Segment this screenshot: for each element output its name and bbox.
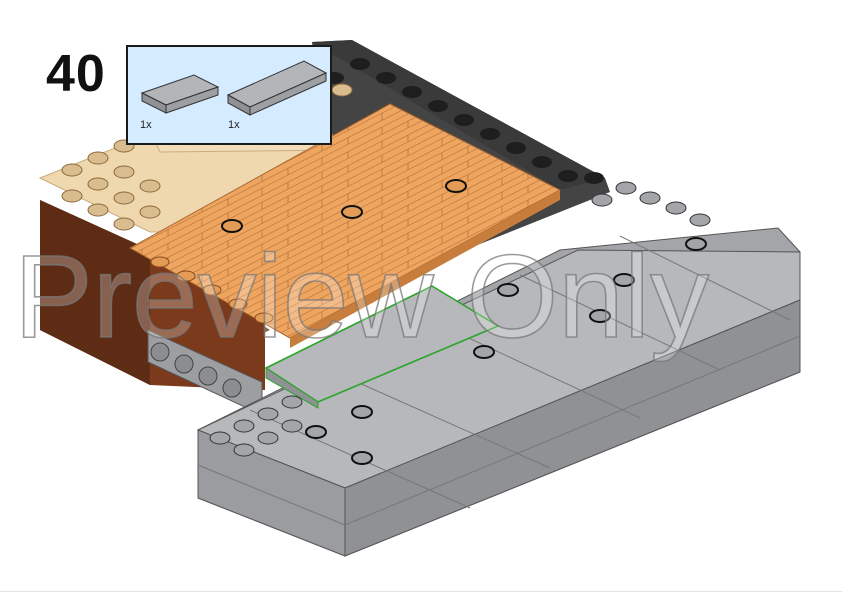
technic-wall — [147, 329, 263, 416]
tile-2x2-gray-icon — [140, 74, 220, 114]
tan-studs — [61, 83, 353, 231]
plank-studs — [150, 179, 467, 324]
tile-2x4-gray-icon — [226, 60, 328, 116]
part-quantity: 1x — [228, 119, 240, 131]
part-quantity: 1x — [140, 119, 152, 131]
dark-studs — [324, 58, 604, 184]
gray-tile-block — [196, 227, 801, 557]
parts-list-callout: 1x 1x — [126, 45, 332, 145]
step-number: 40 — [46, 45, 106, 103]
brown-base — [40, 200, 270, 390]
gray-studs — [209, 181, 711, 465]
new-tile-highlight — [264, 285, 500, 409]
page-bottom-divider — [0, 591, 842, 592]
